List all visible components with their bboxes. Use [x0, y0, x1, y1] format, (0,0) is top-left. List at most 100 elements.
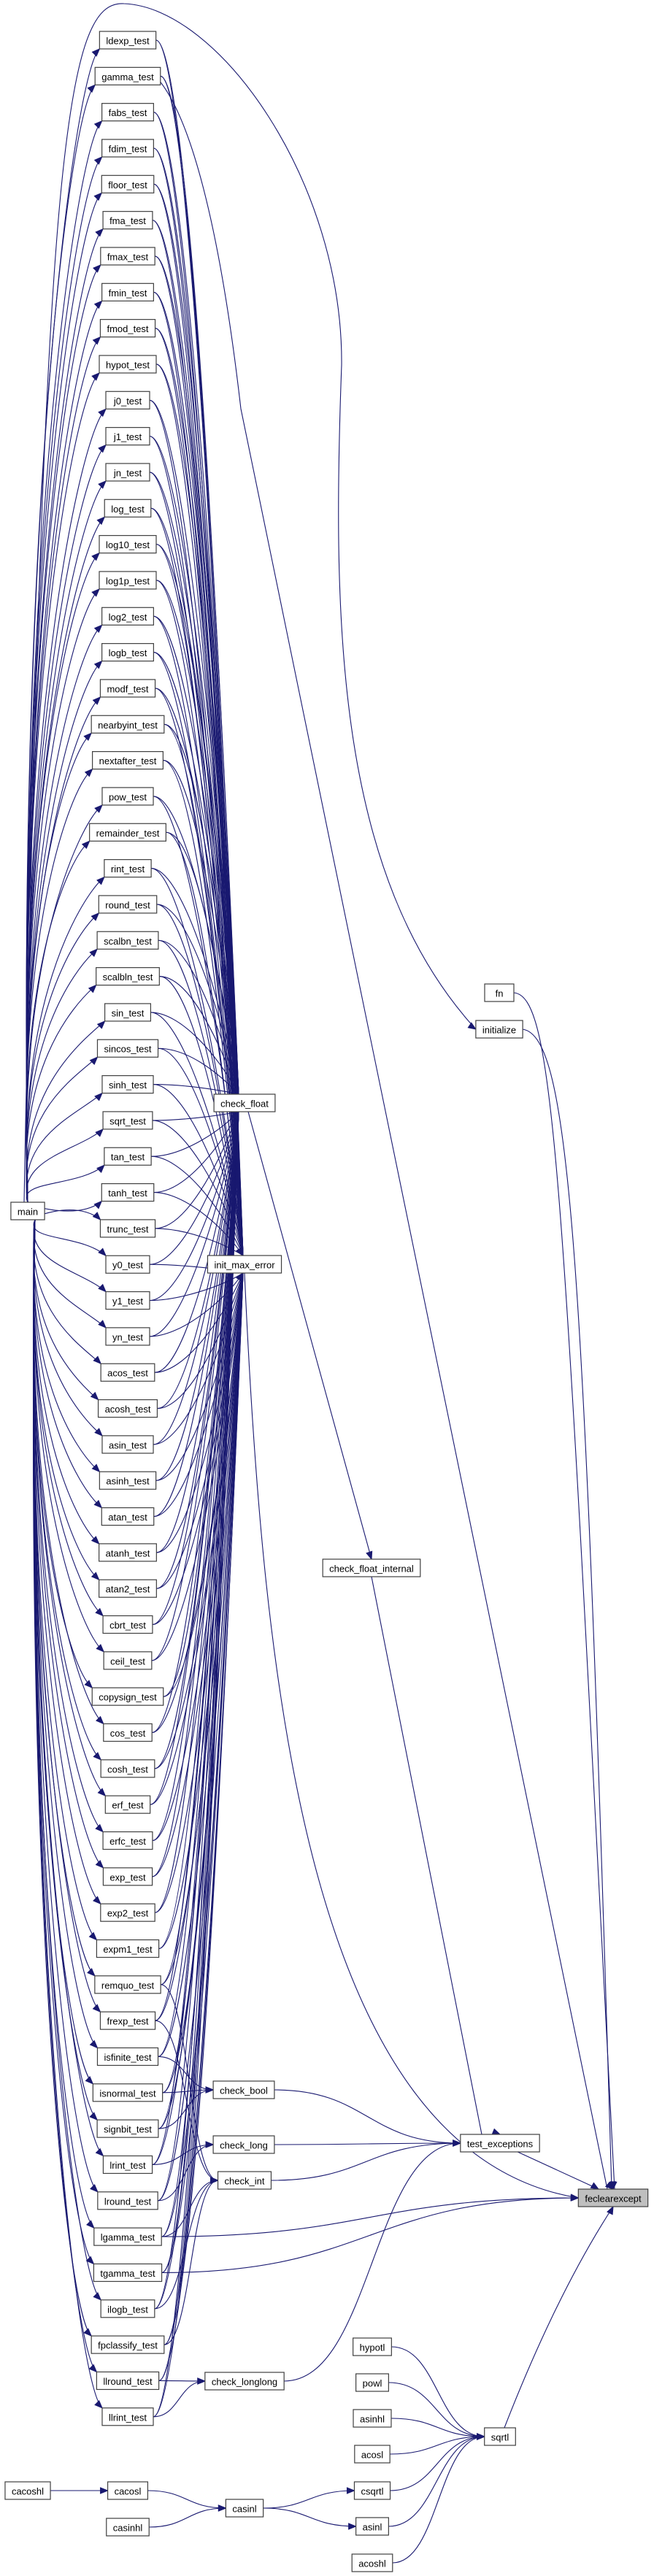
node-fmax-test[interactable]: fmax_test — [100, 247, 155, 266]
edge-line — [159, 976, 239, 1095]
node-trunc-test[interactable]: trunc_test — [99, 1219, 156, 1238]
node-asin-test[interactable]: asin_test — [101, 1435, 154, 1454]
node-remainder-test[interactable]: remainder_test — [89, 823, 166, 842]
node-j1-test[interactable]: j1_test — [105, 427, 150, 446]
node-fpclassify-test[interactable]: fpclassify_test — [91, 2335, 165, 2354]
node-ilogb-test[interactable]: ilogb_test — [100, 2299, 155, 2318]
node-asinhl[interactable]: asinhl — [353, 2409, 392, 2428]
node-logb-test[interactable]: logb_test — [101, 643, 154, 662]
edge-arrowhead — [90, 2184, 99, 2193]
node-test-exceptions[interactable]: test_exceptions — [460, 2134, 540, 2153]
node-hypotl[interactable]: hypotl — [353, 2337, 392, 2356]
node-exp-test[interactable]: exp_test — [102, 1867, 153, 1886]
node-isfinite-test[interactable]: isfinite_test — [96, 2047, 159, 2066]
node-ceil-test[interactable]: ceil_test — [103, 1651, 153, 1670]
node-fdim-test[interactable]: fdim_test — [101, 139, 154, 158]
node-cbrt-test[interactable]: cbrt_test — [102, 1615, 153, 1634]
node-check-bool[interactable]: check_bool — [212, 2080, 275, 2099]
node-jn-test[interactable]: jn_test — [105, 463, 150, 482]
node-cacosl[interactable]: cacosl — [107, 2481, 149, 2500]
node-csqrtl[interactable]: csqrtl — [353, 2481, 391, 2500]
node-scalbn-test[interactable]: scalbn_test — [96, 931, 159, 950]
node-fmin-test[interactable]: fmin_test — [101, 282, 154, 301]
node-check-float[interactable]: check_float — [213, 1093, 276, 1112]
node-log-test[interactable]: log_test — [104, 499, 152, 518]
node-exp2-test[interactable]: exp2_test — [100, 1903, 155, 1922]
node-acos-test[interactable]: acos_test — [100, 1363, 155, 1382]
node-nearbyint-test[interactable]: nearbyint_test — [91, 715, 165, 734]
node-signbit-test[interactable]: signbit_test — [96, 2119, 159, 2138]
node-check-longlong[interactable]: check_longlong — [204, 2372, 285, 2391]
node-scalbln-test[interactable]: scalbln_test — [96, 966, 160, 986]
node-casinl[interactable]: casinl — [225, 2499, 264, 2518]
node-asinl[interactable]: asinl — [355, 2517, 389, 2536]
node-sqrtl[interactable]: sqrtl — [484, 2427, 516, 2446]
node-erf-test[interactable]: erf_test — [104, 1795, 151, 1814]
node-cosh-test[interactable]: cosh_test — [100, 1759, 155, 1778]
node-atan2-test[interactable]: atan2_test — [99, 1579, 157, 1598]
node-frexp-test[interactable]: frexp_test — [99, 2011, 156, 2030]
node-acosh-test[interactable]: acosh_test — [97, 1399, 158, 1418]
node-j0-test[interactable]: j0_test — [105, 391, 150, 410]
node-main[interactable]: main — [10, 1202, 45, 1220]
node-tan-test[interactable]: tan_test — [104, 1147, 152, 1166]
node-nextafter-test[interactable]: nextafter_test — [92, 750, 164, 770]
node-asinh-test[interactable]: asinh_test — [99, 1471, 157, 1490]
edge-lgamma_test-to-feclearexcept — [161, 2194, 580, 2237]
node-gamma-test[interactable]: gamma_test — [94, 66, 161, 85]
node-acoshl[interactable]: acoshl — [351, 2553, 393, 2572]
node-feclearexcept[interactable]: feclearexcept — [577, 2188, 649, 2207]
node-sin-test[interactable]: sin_test — [104, 1003, 152, 1022]
node-tanh-test[interactable]: tanh_test — [101, 1183, 155, 1202]
node-atanh-test[interactable]: atanh_test — [99, 1543, 157, 1562]
node-lrint-test[interactable]: lrint_test — [102, 2155, 153, 2175]
node-check-long[interactable]: check_long — [212, 2135, 275, 2154]
node-ldexp-test[interactable]: ldexp_test — [99, 31, 157, 50]
node-check-float-internal[interactable]: check_float_internal — [322, 1558, 421, 1577]
edge-main-to-atanh_test — [33, 1219, 100, 1545]
node-tgamma-test[interactable]: tgamma_test — [93, 2263, 163, 2283]
edge-line — [150, 1272, 244, 1805]
node-rint-test[interactable]: rint_test — [104, 858, 152, 878]
node-log1p-test[interactable]: log1p_test — [99, 571, 157, 590]
edge-arrowhead — [84, 768, 93, 777]
node-init-max-error[interactable]: init_max_error — [207, 1255, 282, 1274]
node-round-test[interactable]: round_test — [98, 895, 158, 914]
node-copysign-test[interactable]: copysign_test — [91, 1687, 164, 1706]
node-check-int[interactable]: check_int — [217, 2171, 272, 2190]
node-cos-test[interactable]: cos_test — [103, 1723, 153, 1742]
node-sincos-test[interactable]: sincos_test — [96, 1039, 159, 1058]
node-fabs-test[interactable]: fabs_test — [101, 103, 154, 122]
node-log2-test[interactable]: log2_test — [101, 607, 154, 626]
node-isnormal-test[interactable]: isnormal_test — [92, 2083, 164, 2102]
node-llrint-test[interactable]: llrint_test — [101, 2407, 154, 2426]
node-floor-test[interactable]: floor_test — [101, 174, 155, 193]
node-sinh-test[interactable]: sinh_test — [101, 1074, 154, 1094]
node-powl[interactable]: powl — [355, 2373, 389, 2392]
node-label: signbit_test — [104, 2124, 152, 2135]
node-box — [217, 2171, 272, 2190]
node-erfc-test[interactable]: erfc_test — [102, 1831, 153, 1850]
node-llround-test[interactable]: llround_test — [96, 2371, 160, 2391]
node-expm1-test[interactable]: expm1_test — [96, 1939, 160, 1958]
node-lround-test[interactable]: lround_test — [97, 2191, 158, 2210]
node-y0-test[interactable]: y0_test — [105, 1255, 150, 1274]
node-fmod-test[interactable]: fmod_test — [99, 319, 156, 338]
node-atan-test[interactable]: atan_test — [101, 1507, 155, 1526]
node-fn[interactable]: fn — [484, 983, 515, 1002]
node-initialize[interactable]: initialize — [475, 1020, 523, 1039]
node-lgamma-test[interactable]: lgamma_test — [93, 2227, 162, 2246]
node-hypot-test[interactable]: hypot_test — [99, 355, 157, 374]
node-fma-test[interactable]: fma_test — [102, 211, 153, 230]
node-sqrt-test[interactable]: sqrt_test — [102, 1111, 153, 1130]
node-casinhl[interactable]: casinhl — [106, 2518, 150, 2537]
node-remquo-test[interactable]: remquo_test — [94, 1975, 161, 1994]
node-y1-test[interactable]: y1_test — [105, 1291, 150, 1310]
edge-arrowhead — [205, 2086, 215, 2094]
node-pow-test[interactable]: pow_test — [101, 787, 154, 806]
node-log10-test[interactable]: log10_test — [99, 535, 157, 554]
node-cacoshl[interactable]: cacoshl — [4, 2481, 51, 2500]
node-acosl[interactable]: acosl — [354, 2445, 391, 2464]
node-modf-test[interactable]: modf_test — [99, 679, 156, 698]
node-yn-test[interactable]: yn_test — [105, 1327, 150, 1346]
